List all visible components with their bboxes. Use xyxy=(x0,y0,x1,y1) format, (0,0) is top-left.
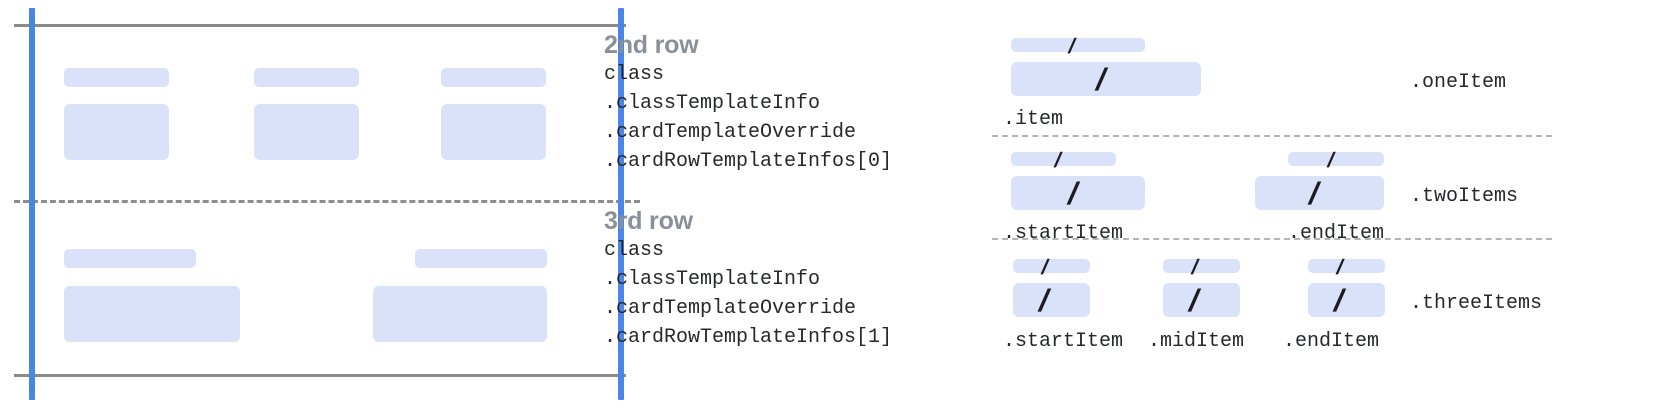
card-row-2 xyxy=(0,0,640,200)
placeholder-label-bar xyxy=(1011,152,1116,166)
row-annotation-code-line: class xyxy=(604,63,665,86)
placeholder-label-bar xyxy=(1013,259,1090,273)
placeholder-label-bar xyxy=(441,68,546,87)
placeholder-label-bar xyxy=(415,249,547,268)
placeholder-content-bar xyxy=(1011,176,1145,210)
card-row-divider xyxy=(14,200,640,203)
row-annotation-code-line: class xyxy=(604,239,665,262)
specimen-item-label: .endItem xyxy=(1283,330,1380,353)
specimen-item-label: .endItem xyxy=(1288,222,1385,245)
placeholder-label-bar xyxy=(1308,259,1385,273)
placeholder-label-bar xyxy=(1288,152,1384,166)
placeholder-label-bar xyxy=(254,68,359,87)
specimen-two-items: / / .startItem / / .endItem .twoItems xyxy=(0,135,1676,245)
specimen-one-item: / / .item .oneItem xyxy=(0,0,1676,135)
card-right-rail xyxy=(618,8,624,400)
row-annotation-title: 3rd row xyxy=(604,207,693,235)
card-left-rail xyxy=(29,8,35,400)
placeholder-label-bar xyxy=(1163,259,1240,273)
specimen-name: .oneItem xyxy=(1410,71,1507,94)
specimen-name: .threeItems xyxy=(1410,292,1543,315)
placeholder-content-bar xyxy=(1011,62,1201,96)
placeholder-content-bar xyxy=(64,286,240,342)
row-annotation-code-line: .cardTemplateOverride xyxy=(604,121,857,144)
row-annotation-code-line: .cardRowTemplateInfos[1] xyxy=(604,326,893,349)
placeholder-content-bar xyxy=(441,104,546,160)
card-bottom-edge-rule xyxy=(14,374,626,377)
card-preview-panel xyxy=(0,0,640,412)
specimen-item-label: .startItem xyxy=(1003,330,1124,353)
specimen-divider xyxy=(992,135,1552,137)
row-annotation-3: 3rd row class .classTemplateInfo .cardTe… xyxy=(604,206,892,352)
specimen-item-label: .startItem xyxy=(1003,222,1124,245)
row-annotation-title: 2nd row xyxy=(604,31,699,59)
placeholder-label-bar xyxy=(64,68,169,87)
placeholder-content-bar xyxy=(1308,283,1385,317)
placeholder-content-bar xyxy=(1255,176,1384,210)
placeholder-label-bar xyxy=(1011,38,1145,52)
card-row-3 xyxy=(0,200,640,380)
placeholder-content-bar xyxy=(64,104,169,160)
row-annotation-code-line: .cardTemplateOverride xyxy=(604,297,857,320)
row-annotation-code-line: .cardRowTemplateInfos[0] xyxy=(604,150,893,173)
specimen-item-label: .midItem xyxy=(1148,330,1245,353)
specimen-three-items: / / .startItem / / .midItem / / .endItem xyxy=(0,238,1676,412)
placeholder-content-bar xyxy=(1163,283,1240,317)
placeholder-content-bar xyxy=(254,104,359,160)
specimen-divider xyxy=(992,238,1552,240)
placeholder-label-bar xyxy=(64,249,196,268)
specimen-name: .twoItems xyxy=(1410,185,1519,208)
placeholder-content-bar xyxy=(1013,283,1090,317)
row-annotation-2: 2nd row class .classTemplateInfo .cardTe… xyxy=(604,30,892,176)
row-annotation-code-line: .classTemplateInfo xyxy=(604,92,821,115)
placeholder-content-bar xyxy=(373,286,547,342)
specimen-item-label: .item xyxy=(1003,108,1064,131)
row-annotation-code-line: .classTemplateInfo xyxy=(604,268,821,291)
card-top-edge-rule xyxy=(14,24,626,27)
